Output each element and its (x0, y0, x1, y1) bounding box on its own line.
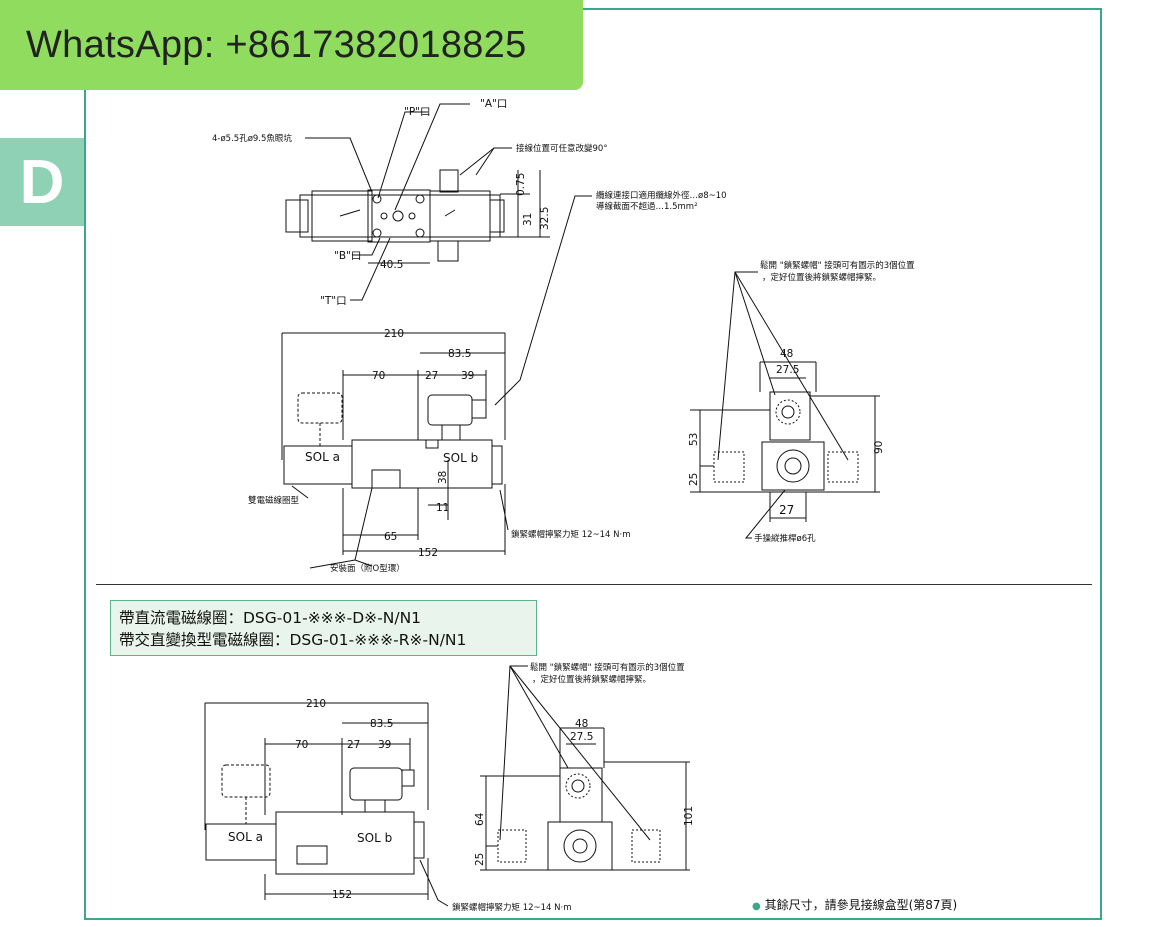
dim-48-ac: 48 (575, 718, 588, 730)
dim-70-ac: 70 (295, 739, 308, 751)
dc-side-view-drawing (281, 332, 509, 569)
note-lock-nut-dc: 鬆開 "鎖緊螺帽" 接頭可有圖示的3個位置 (760, 260, 915, 271)
bullet-dot-icon: ● (752, 901, 761, 912)
dim-27-ac: 27 (347, 739, 360, 751)
note-tighten-ac: ，定好位置後將鎖緊螺帽擰緊。 (532, 674, 651, 685)
dim-65: 65 (384, 531, 397, 543)
dim-90: 90 (873, 441, 885, 454)
model-code-box: 帶直流電磁線圈：DSG-01-※※※-D※-N/N1 帶交直變換型電磁線圈：DS… (110, 600, 537, 656)
sol-a-label: SOL a (305, 450, 340, 464)
section-divider (96, 584, 1092, 585)
sol-b-label: SOL b (443, 451, 478, 465)
dim-39-ac: 39 (378, 739, 391, 751)
dim-27: 27 (425, 370, 438, 382)
dc-end-view-drawing (690, 271, 880, 539)
label-cable-diameter: 纜線連接口適用纜線外徑…ø8~10 (596, 190, 727, 201)
whatsapp-banner: WhatsApp: +8617382018825 (0, 0, 583, 90)
dim-64: 64 (474, 812, 486, 826)
footnote: ● 其餘尺寸，請參見接線盒型(第87頁) (752, 896, 957, 913)
sol-a-label-ac: SOL a (228, 830, 263, 844)
dim-0-75: 0.75 (515, 173, 527, 196)
label-a-port: "A"口 (480, 98, 507, 110)
label-t-port: "T"口 (320, 295, 347, 307)
ac-side-view-drawing (204, 702, 449, 907)
dim-53: 53 (688, 433, 700, 446)
note-tighten-dc: ，定好位置後將鎖緊螺帽擰緊。 (762, 272, 881, 283)
dim-27-5-ac: 27.5 (570, 731, 593, 743)
dim-48: 48 (780, 348, 793, 360)
top-view-drawing (285, 103, 592, 406)
label-double-solenoid: 雙電磁線圈型 (248, 495, 300, 506)
dim-152-ac: 152 (332, 889, 352, 901)
dim-210: 210 (384, 328, 404, 340)
footnote-text: 其餘尺寸，請參見接線盒型(第87頁) (764, 898, 958, 912)
label-wire-section: 導線截面不超過…1.5mm² (596, 201, 698, 212)
label-b-port: "B"口 (334, 250, 361, 262)
dim-38: 38 (437, 471, 449, 484)
label-mounting-surface: 安裝面（附O型環） (330, 563, 405, 574)
dim-31: 31 (522, 213, 534, 226)
dim-39: 39 (461, 370, 474, 382)
note-lock-nut-ac: 鬆開 "鎖緊螺帽" 接頭可有圖示的3個位置 (530, 662, 685, 673)
ac-end-view-drawing (480, 665, 690, 871)
dim-25: 25 (688, 473, 700, 486)
dim-101: 101 (683, 806, 695, 826)
dim-27-5: 27.5 (776, 364, 799, 376)
dim-83-5: 83.5 (448, 348, 471, 360)
section-letter: D (19, 147, 65, 217)
dim-40-5: 40.5 (380, 259, 403, 271)
dim-83-5-ac: 83.5 (370, 718, 393, 730)
dim-25-ac: 25 (474, 853, 486, 866)
label-torque-ac: 鎖緊螺帽擰緊力矩 12~14 N·m (452, 902, 572, 913)
section-tab: D (0, 138, 84, 226)
dim-32-5: 32.5 (539, 207, 551, 230)
dim-70: 70 (372, 370, 385, 382)
sol-b-label-ac: SOL b (357, 831, 392, 845)
label-torque-dc: 鎖緊螺帽擰緊力矩 12~14 N·m (511, 529, 631, 540)
dim-11: 11 (436, 502, 449, 514)
label-p-port: "P"口 (404, 106, 431, 118)
label-manual-override: 手操縱推桿ø6孔 (754, 533, 816, 544)
dim-152: 152 (418, 547, 438, 559)
label-mount-holes: 4-ø5.5孔ø9.5魚眼坑 (212, 133, 292, 144)
page-frame (84, 8, 1102, 920)
label-wiring-position: 接線位置可任意改變90° (516, 143, 608, 154)
dim-27-width: 27 (779, 503, 794, 517)
whatsapp-text: WhatsApp: +8617382018825 (26, 23, 527, 66)
model-code-ac: 帶交直變換型電磁線圈：DSG-01-※※※-R※-N/N1 (119, 631, 467, 649)
model-code-dc: 帶直流電磁線圈：DSG-01-※※※-D※-N/N1 (119, 609, 422, 627)
dim-210-ac: 210 (306, 698, 326, 710)
